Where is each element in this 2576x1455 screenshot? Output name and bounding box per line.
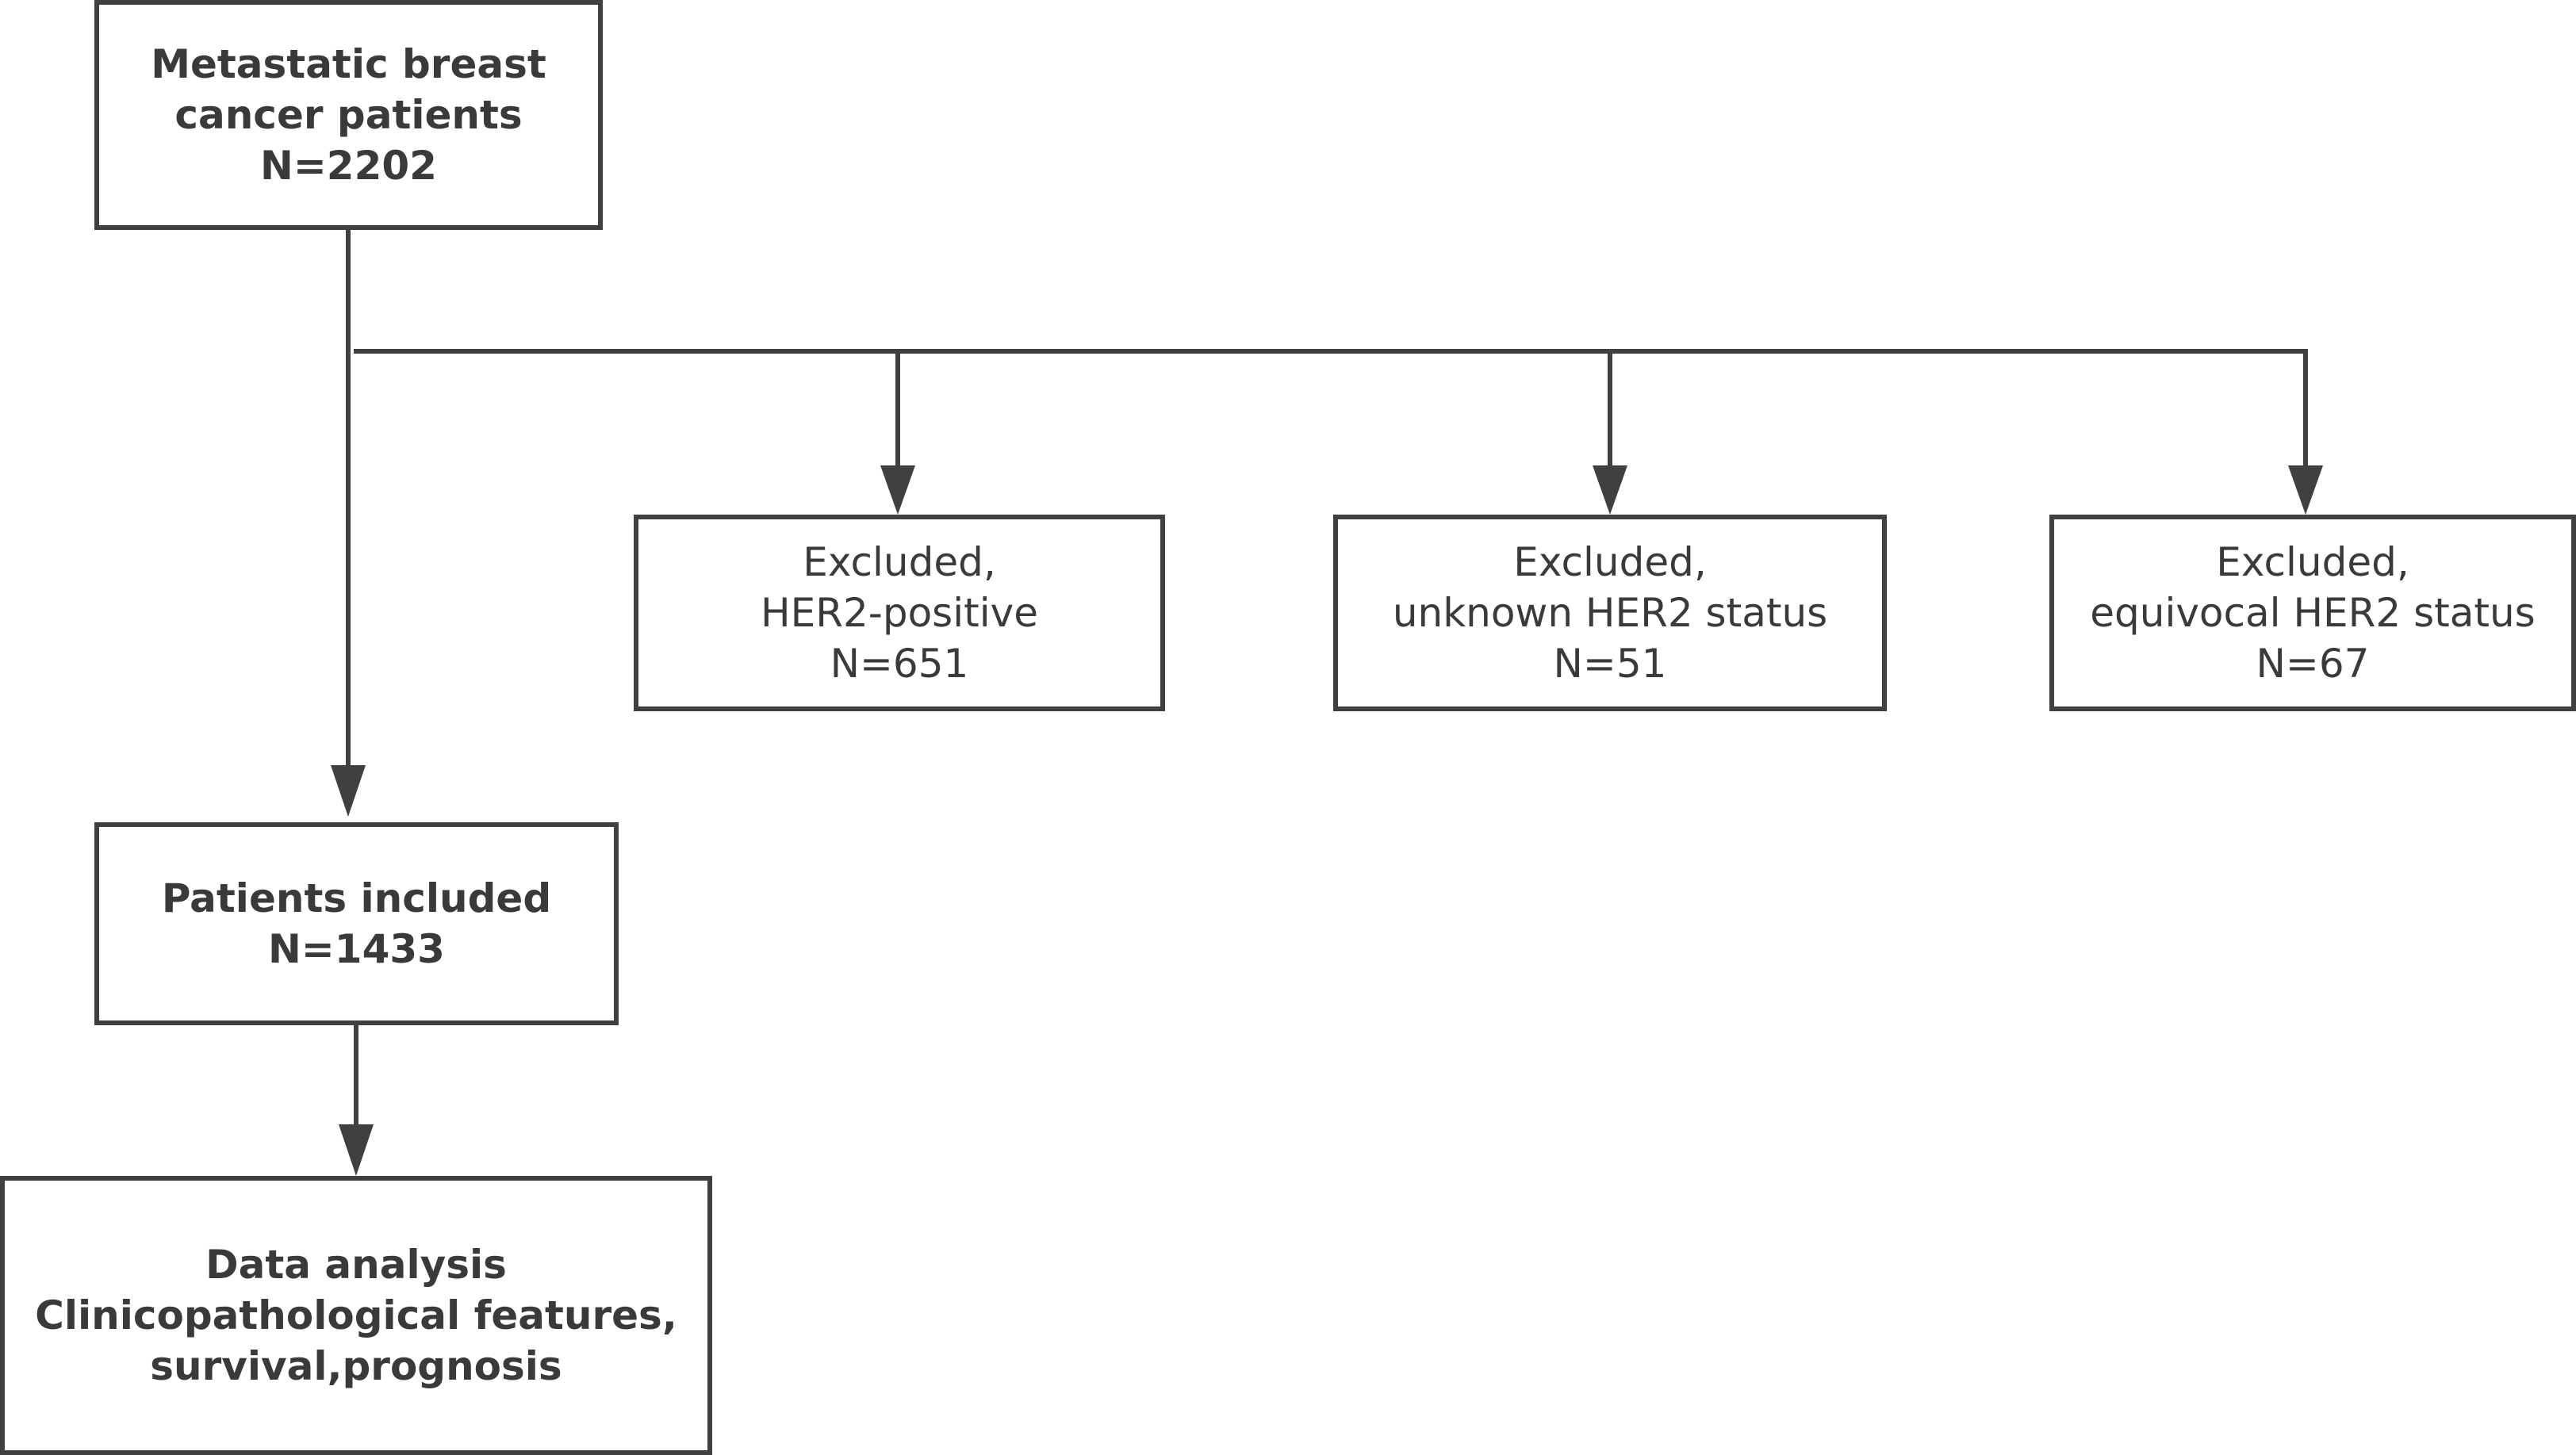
- arrowhead-excluded-1: [880, 465, 915, 515]
- data-analysis-box: Data analysis Clinicopathological featur…: [0, 1176, 712, 1455]
- excluded-3-count: N=67: [2256, 641, 2370, 687]
- analysis-box-line-1: Data analysis: [205, 1242, 507, 1288]
- excluded-3-line-1: Excluded,: [2216, 539, 2409, 585]
- excluded-unknown-her2-box: Excluded, unknown HER2 status N=51: [1333, 515, 1887, 711]
- analysis-box-line-3: survival,prognosis: [150, 1343, 562, 1389]
- start-box-count: N=2202: [260, 143, 437, 189]
- arrowhead-excluded-2: [1593, 465, 1627, 515]
- excluded-1-count: N=651: [830, 641, 969, 687]
- excluded-2-line-1: Excluded,: [1513, 539, 1707, 585]
- start-box-line-1: Metastatic breast: [151, 41, 546, 87]
- included-box-line-1: Patients included: [161, 875, 552, 921]
- arrowhead-excluded-3: [2288, 465, 2323, 515]
- excluded-1-line-2: HER2-positive: [761, 590, 1038, 636]
- start-box-line-2: cancer patients: [174, 92, 523, 138]
- excluded-1-line-1: Excluded,: [803, 539, 996, 585]
- excluded-3-line-2: equivocal HER2 status: [2090, 590, 2536, 636]
- arrowhead-analysis: [339, 1124, 374, 1176]
- excluded-2-count: N=51: [1553, 641, 1667, 687]
- arrowhead-included: [331, 765, 366, 817]
- metastatic-patients-box: Metastatic breast cancer patients N=2202: [94, 0, 603, 230]
- patients-included-box: Patients included N=1433: [94, 822, 619, 1025]
- excluded-her2-positive-box: Excluded, HER2-positive N=651: [634, 515, 1165, 711]
- analysis-box-line-2: Clinicopathological features,: [35, 1292, 677, 1338]
- excluded-2-line-2: unknown HER2 status: [1392, 590, 1828, 636]
- included-box-count: N=1433: [268, 926, 445, 972]
- excluded-equivocal-her2-box: Excluded, equivocal HER2 status N=67: [2049, 515, 2576, 711]
